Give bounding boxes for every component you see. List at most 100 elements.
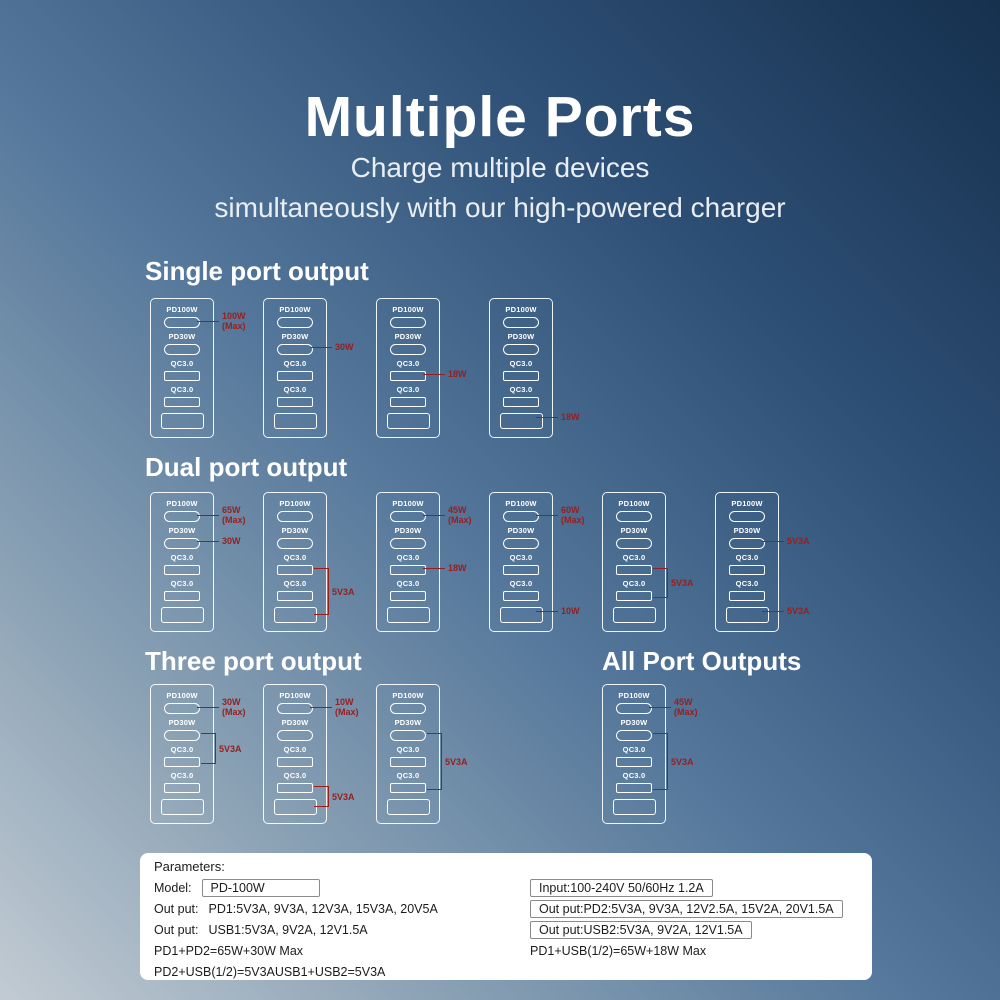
port-label-pd30w: PD30W bbox=[168, 332, 196, 341]
param-line: Out put:PD1:5V3A, 9V3A, 12V3A, 15V3A, 20… bbox=[154, 898, 530, 919]
port-label-qc30: QC3.0 bbox=[509, 579, 533, 588]
usb-port-rect bbox=[616, 591, 652, 601]
port-label-pd30w: PD30W bbox=[281, 718, 309, 727]
port-label-pd100w: PD100W bbox=[166, 691, 198, 700]
callout-line bbox=[536, 611, 558, 613]
power-callout: 30W(Max) bbox=[197, 697, 246, 717]
usb-port-rect bbox=[273, 607, 317, 623]
power-callout-bracket: 5V3A bbox=[314, 786, 355, 807]
port-label-qc30: QC3.0 bbox=[509, 359, 533, 368]
usb-port-rect bbox=[390, 757, 426, 767]
param-line: Model:PD-100W bbox=[154, 877, 530, 898]
power-callout-label: 5V3A bbox=[219, 743, 242, 754]
port-label-qc30: QC3.0 bbox=[283, 745, 307, 754]
usb-port-rect bbox=[386, 413, 430, 429]
port-label-pd100w: PD100W bbox=[392, 499, 424, 508]
param-line: PD1+USB(1/2)=65W+18W Max bbox=[530, 940, 858, 961]
port-label-pd100w: PD100W bbox=[731, 499, 763, 508]
port-label-pd100w: PD100W bbox=[505, 305, 537, 314]
subtitle-line-1: Charge multiple devices bbox=[350, 152, 650, 183]
pd-port-oval bbox=[616, 730, 652, 741]
power-callout-label: 45W(Max) bbox=[448, 505, 472, 525]
power-callout-bracket: 5V3A bbox=[653, 568, 694, 598]
power-callout-label: 5V3A bbox=[445, 756, 468, 767]
power-callout-label: 30W bbox=[222, 536, 241, 546]
port-label-qc30: QC3.0 bbox=[622, 553, 646, 562]
power-callout: 65W(Max) bbox=[197, 505, 246, 525]
port-label-qc30: QC3.0 bbox=[170, 745, 194, 754]
usb-port-rect bbox=[390, 591, 426, 601]
callout-line bbox=[197, 541, 219, 543]
usb-port-rect bbox=[160, 607, 204, 623]
power-callout-label: 5V3A bbox=[671, 578, 694, 588]
port-label-pd100w: PD100W bbox=[618, 499, 650, 508]
power-callout: 5V3A bbox=[762, 536, 810, 547]
usb-port-rect bbox=[616, 783, 652, 793]
param-line: PD1+PD2=65W+30W Max bbox=[154, 940, 530, 961]
power-callout: 10W bbox=[536, 606, 580, 617]
power-callout-label: 5V3A bbox=[671, 756, 694, 767]
port-label-pd100w: PD100W bbox=[505, 499, 537, 508]
pd-port-oval bbox=[277, 317, 313, 328]
power-callout: 18W bbox=[423, 369, 467, 380]
port-label-pd30w: PD30W bbox=[168, 718, 196, 727]
pd-port-oval bbox=[277, 703, 313, 714]
section-heading-dual-port: Dual port output bbox=[145, 452, 348, 482]
pd-port-oval bbox=[390, 344, 426, 355]
callout-line bbox=[423, 568, 445, 570]
port-label-qc30: QC3.0 bbox=[283, 771, 307, 780]
usb-port-rect bbox=[277, 565, 313, 575]
usb-port-rect bbox=[503, 591, 539, 601]
power-callout: 5V3A bbox=[762, 606, 810, 617]
usb-port-rect bbox=[729, 565, 765, 575]
usb-port-rect bbox=[160, 413, 204, 429]
param-line: Out put:PD2:5V3A, 9V3A, 12V2.5A, 15V2A, … bbox=[530, 898, 858, 919]
pd-port-oval bbox=[277, 538, 313, 549]
port-label-qc30: QC3.0 bbox=[396, 359, 420, 368]
port-label-pd30w: PD30W bbox=[168, 526, 196, 535]
pd-port-oval bbox=[729, 511, 765, 522]
port-label-qc30: QC3.0 bbox=[396, 579, 420, 588]
usb-port-rect bbox=[616, 565, 652, 575]
pd-port-oval bbox=[164, 511, 200, 522]
pd-port-oval bbox=[503, 344, 539, 355]
port-label-pd100w: PD100W bbox=[392, 305, 424, 314]
pd-port-oval bbox=[277, 511, 313, 522]
power-callout: 60W(Max) bbox=[536, 505, 585, 525]
pd-port-oval bbox=[390, 730, 426, 741]
section-heading-all-ports: All Port Outputs bbox=[602, 646, 802, 676]
port-label-qc30: QC3.0 bbox=[509, 385, 533, 394]
usb-port-rect bbox=[499, 413, 543, 429]
port-label-pd30w: PD30W bbox=[394, 332, 422, 341]
param-line: Out put:USB1:5V3A, 9V2A, 12V1.5A bbox=[154, 919, 530, 940]
pd-port-oval bbox=[164, 344, 200, 355]
power-callout-bracket: 5V3A bbox=[314, 568, 355, 615]
usb-port-rect bbox=[164, 591, 200, 601]
port-label-pd30w: PD30W bbox=[620, 718, 648, 727]
subtitle-line-2: simultaneously with our high-powered cha… bbox=[214, 192, 786, 223]
power-callout-label: 18W bbox=[448, 563, 467, 573]
pd-port-oval bbox=[503, 538, 539, 549]
port-label-pd30w: PD30W bbox=[620, 526, 648, 535]
power-callout-bracket: 5V3A bbox=[201, 733, 242, 764]
param-value: Input:100-240V 50/60Hz 1.2A bbox=[530, 878, 713, 897]
usb-port-rect bbox=[273, 799, 317, 815]
callout-line bbox=[423, 514, 445, 517]
callout-line bbox=[536, 514, 558, 517]
power-callout: 18W bbox=[423, 563, 467, 574]
param-value: PD2+USB(1/2)=5V3AUSB1+USB2=5V3A bbox=[154, 964, 386, 979]
pd-port-oval bbox=[390, 703, 426, 714]
port-label-pd100w: PD100W bbox=[279, 305, 311, 314]
power-callout: 30W bbox=[197, 536, 241, 547]
